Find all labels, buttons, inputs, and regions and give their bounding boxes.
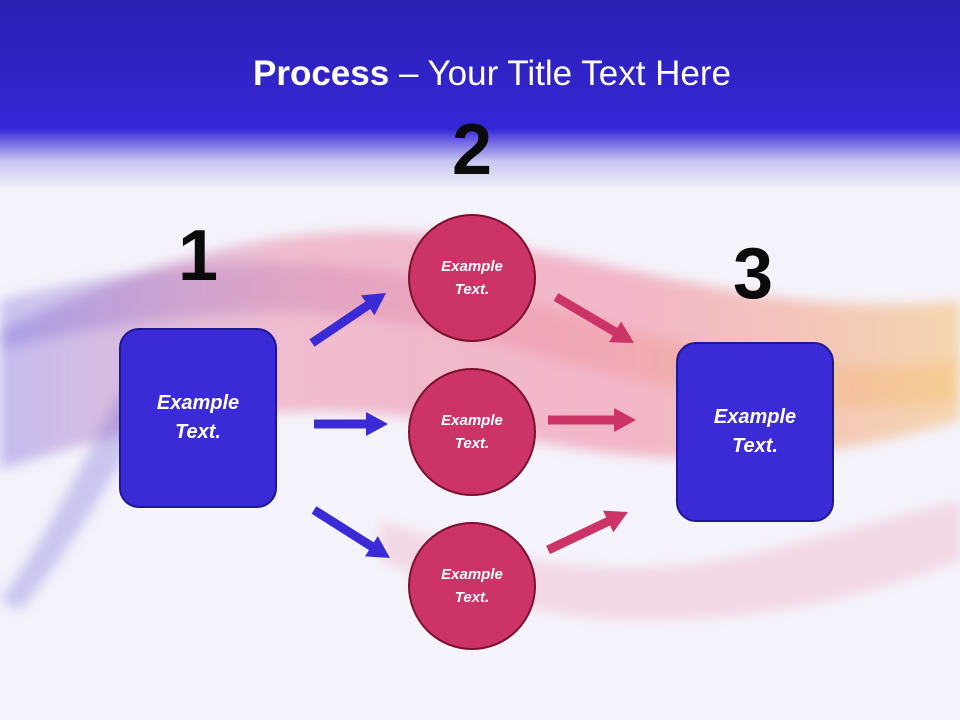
step-3-box: Example Text. bbox=[676, 342, 834, 522]
step-2-text-3: Example Text. bbox=[441, 566, 503, 606]
step-1-number: 1 bbox=[177, 216, 219, 296]
step-2-number: 2 bbox=[451, 110, 493, 190]
header-band bbox=[0, 0, 960, 190]
step-2-text-2: Example Text. bbox=[441, 412, 503, 452]
title-rest: – Your Title Text Here bbox=[389, 54, 731, 93]
arrow-circle-2-to-3 bbox=[548, 408, 636, 432]
step-2-circle-2: Example Text. bbox=[408, 368, 536, 496]
title-bold: Process bbox=[253, 54, 390, 93]
arrow-circle-1-to-3 bbox=[553, 293, 634, 343]
arrow-1-to-circle-2 bbox=[314, 412, 388, 436]
arrow-1-to-circle-1 bbox=[309, 293, 386, 347]
step-1-text: Example Text. bbox=[156, 392, 240, 443]
step-1-box: Example Text. bbox=[119, 328, 277, 508]
step-3-text: Example Text. bbox=[713, 406, 797, 457]
step-3-number: 3 bbox=[732, 234, 774, 314]
page-title: Process – Your Title Text Here bbox=[0, 52, 960, 96]
arrow-circle-3-to-3 bbox=[546, 510, 628, 555]
step-2-circle-3: Example Text. bbox=[408, 522, 536, 650]
step-2-circle-1: Example Text. bbox=[408, 214, 536, 342]
arrow-1-to-circle-3 bbox=[311, 506, 390, 558]
step-2-text-1: Example Text. bbox=[441, 258, 503, 298]
